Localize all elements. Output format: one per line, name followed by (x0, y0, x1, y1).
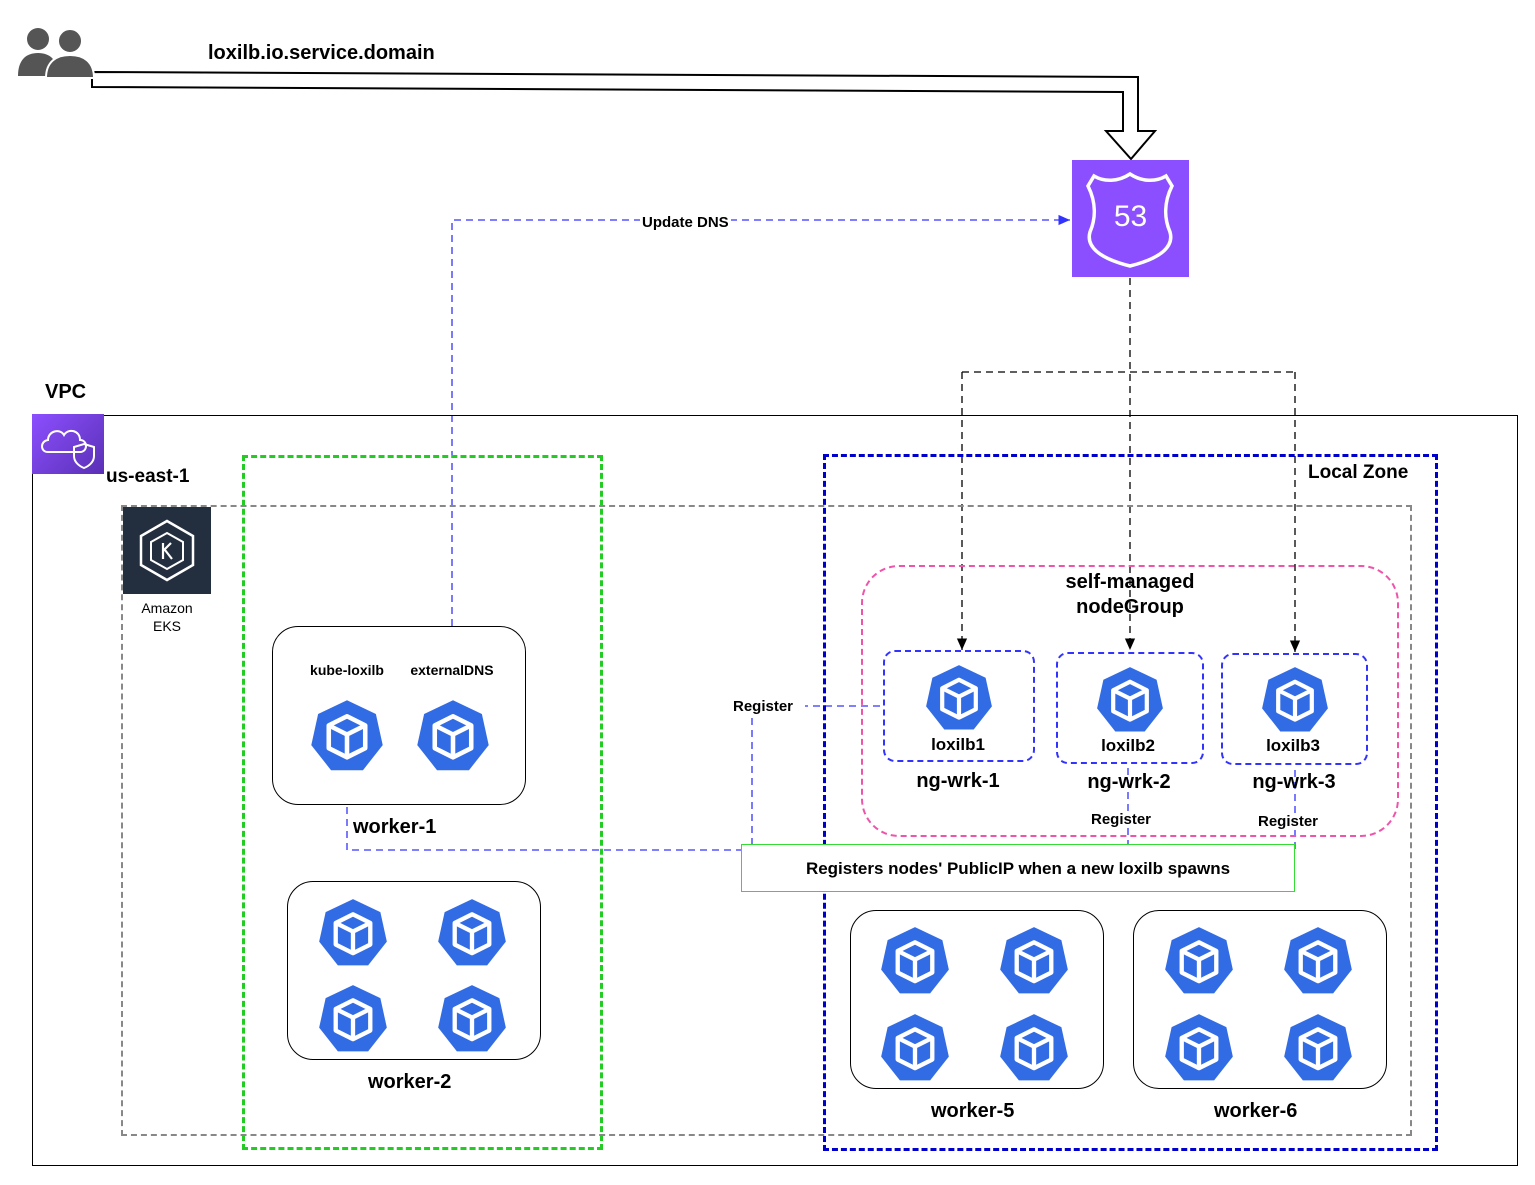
externaldns-label: externalDNS (410, 662, 494, 678)
kube-loxilb-label: kube-loxilb (310, 662, 384, 678)
eks-label-line1: Amazon (141, 600, 193, 616)
register-label-1: Register (731, 698, 796, 715)
update-dns-label: Update DNS (640, 214, 731, 231)
nodegroup-label-line1: self-managed (1065, 571, 1195, 593)
worker-6-label: worker-6 (1214, 1100, 1298, 1122)
worker-6-pod-icon (1163, 925, 1235, 997)
eks-icon (123, 507, 211, 594)
region-container (121, 505, 1412, 1136)
ng-wrk-3-label: ng-wrk-3 (1252, 771, 1336, 793)
ng-wrk-1-label: ng-wrk-1 (916, 770, 1000, 792)
worker-5-pod-icon (998, 1012, 1070, 1084)
worker-5-pod-icon (879, 925, 951, 997)
register-note-text: Registers nodes' PublicIP when a new lox… (805, 859, 1231, 878)
register-label-2: Register (1089, 811, 1154, 828)
register-note-box: Registers nodes' PublicIP when a new lox… (741, 844, 1295, 892)
worker-6-pod-icon (1282, 1012, 1354, 1084)
availability-zone-container (242, 455, 603, 1150)
worker-2-pod-icon (317, 897, 389, 969)
vpc-label: VPC (45, 381, 87, 403)
loxilb1-label: loxilb1 (931, 735, 985, 754)
local-zone-label: Local Zone (1308, 462, 1409, 483)
nodegroup-label-line2: nodeGroup (1076, 596, 1184, 618)
externaldns-pod-icon (406, 698, 500, 774)
loxilb2-pod-icon (1093, 665, 1167, 735)
update-dns-line (451, 214, 1070, 650)
vpc-container (32, 415, 1518, 1166)
loxilb1-pod-icon (922, 663, 996, 733)
worker-1-label: worker-1 (353, 816, 437, 838)
worker-2-pod-icon (317, 983, 389, 1055)
worker-5-pod-icon (879, 1012, 951, 1084)
region-label: us-east-1 (106, 466, 190, 487)
register-label-3: Register (1256, 813, 1321, 830)
worker-2-pod-icon (436, 897, 508, 969)
users-icon (18, 28, 96, 79)
local-zone-container (823, 454, 1438, 1151)
service-domain-label: loxilb.io.service.domain (208, 42, 435, 64)
nodegroup-container (861, 565, 1399, 837)
eks-label-line2: EKS (152, 618, 181, 634)
route53-icon: 53 (1072, 160, 1189, 277)
loxilb2-label: loxilb2 (1101, 736, 1155, 755)
worker-5-pod-icon (998, 925, 1070, 997)
route53-number: 53 (1113, 200, 1148, 233)
loxilb3-label: loxilb3 (1266, 736, 1320, 755)
user-to-route53-arrow (91, 70, 1158, 161)
worker-1-node (272, 626, 526, 805)
worker-2-pod-icon (436, 983, 508, 1055)
worker-5-label: worker-5 (931, 1100, 1015, 1122)
ng-wrk-2-label: ng-wrk-2 (1087, 771, 1171, 793)
kube-loxilb-pod-icon (300, 698, 394, 774)
loxilb3-pod-icon (1258, 665, 1332, 735)
worker-2-label: worker-2 (368, 1071, 452, 1093)
worker-6-pod-icon (1163, 1012, 1235, 1084)
vpc-icon (32, 414, 104, 474)
worker-6-pod-icon (1282, 925, 1354, 997)
